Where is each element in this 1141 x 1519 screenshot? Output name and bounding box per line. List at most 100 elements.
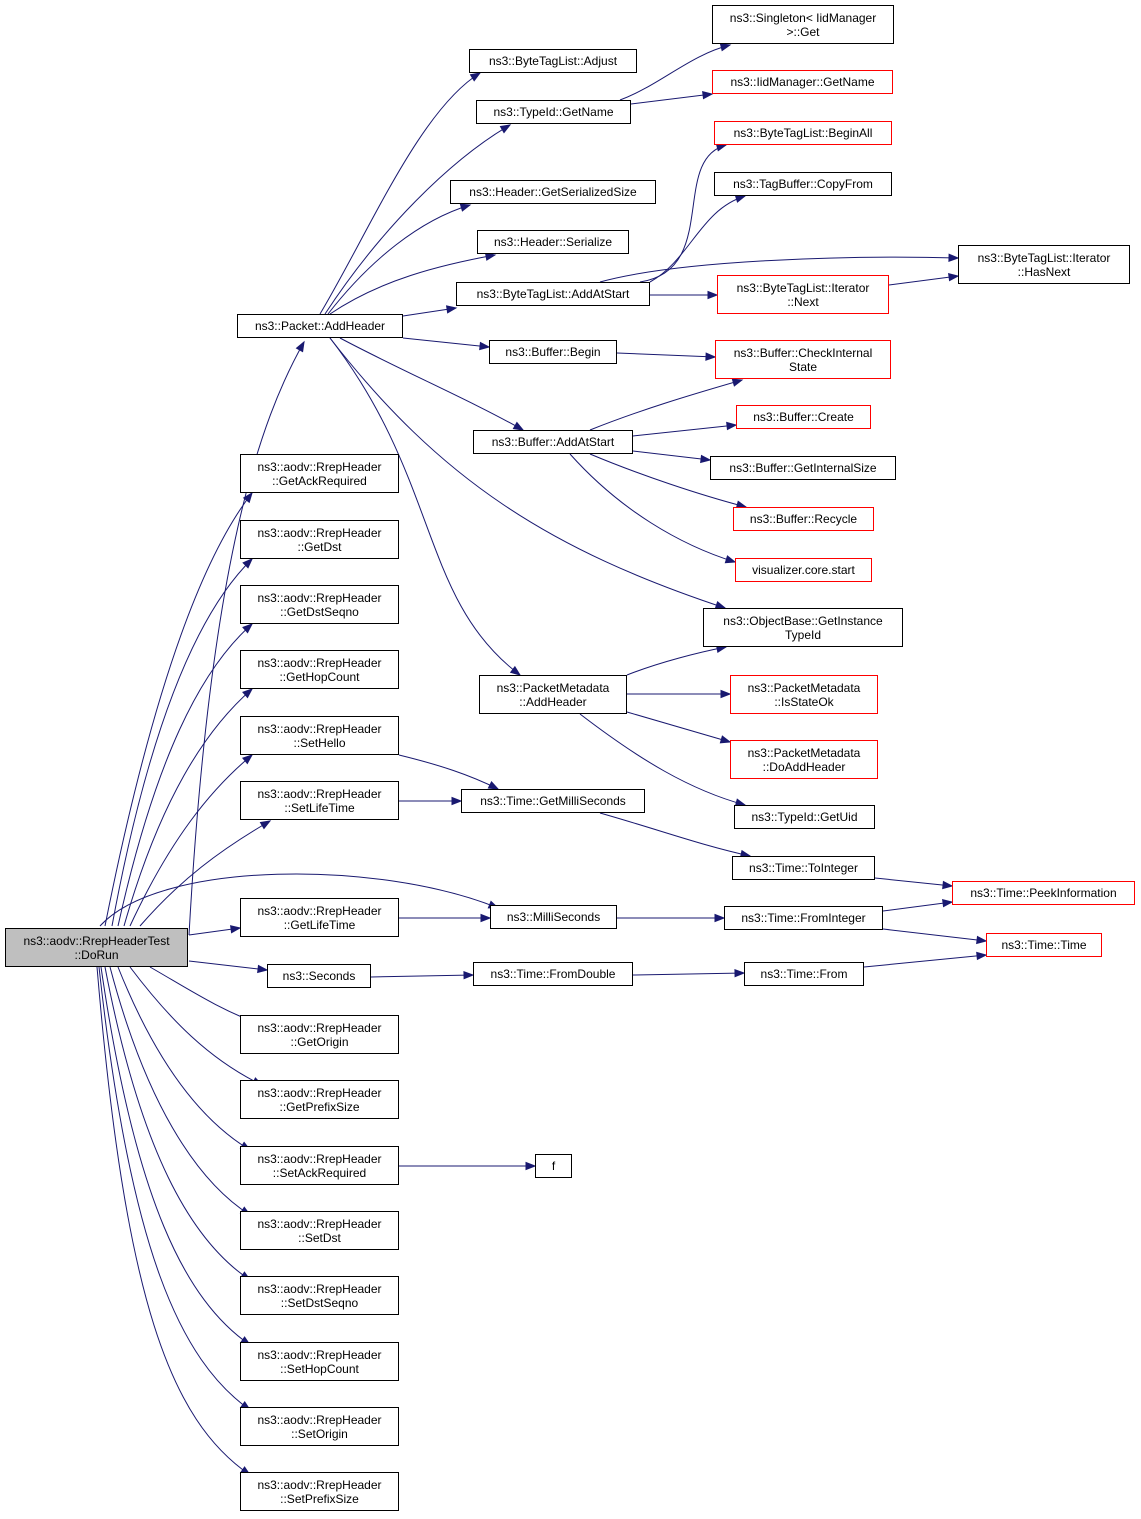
node-typeid-getuid[interactable]: ns3::TypeId::GetUid [734, 805, 875, 829]
node-rrepheader-sethopcount[interactable]: ns3::aodv::RrepHeader::SetHopCount [240, 1342, 399, 1381]
node-label: ns3::aodv::RrepHeader [257, 1020, 382, 1035]
node-time-fromdouble[interactable]: ns3::Time::FromDouble [473, 962, 633, 986]
node-rrepheader-setprefixsize[interactable]: ns3::aodv::RrepHeader::SetPrefixSize [240, 1472, 399, 1511]
arrowhead [484, 252, 497, 261]
node-time-tointeger[interactable]: ns3::Time::ToInteger [732, 856, 875, 880]
node-label: ::SetHopCount [280, 1361, 359, 1376]
node-bytetaglist-beginall[interactable]: ns3::ByteTagList::BeginAll [714, 121, 892, 145]
arrowhead [720, 689, 732, 699]
node-time-frominteger[interactable]: ns3::Time::FromInteger [724, 906, 883, 930]
node-label: ns3::aodv::RrepHeader [257, 1151, 382, 1166]
node-label: ::IsStateOk [774, 694, 834, 709]
node-rrepheader-getdst[interactable]: ns3::aodv::RrepHeader::GetDst [240, 520, 399, 559]
node-label: ::SetAckRequired [272, 1165, 367, 1180]
node-label: ::GetLifeTime [283, 917, 356, 932]
node-packetmetadata-addheader[interactable]: ns3::PacketMetadata::AddHeader [479, 675, 627, 714]
node-label: ::GetDst [297, 539, 342, 554]
node-singleton-iidmanager-get[interactable]: ns3::Singleton< IidManager>::Get [712, 5, 894, 44]
node-rrepheader-sethello[interactable]: ns3::aodv::RrepHeader::SetHello [240, 716, 399, 755]
node-buffer-getinternalsize[interactable]: ns3::Buffer::GetInternalSize [710, 456, 896, 480]
node-label: ns3::aodv::RrepHeader [257, 786, 382, 801]
call-edge [324, 124, 511, 315]
node-bytetaglist-iterator-hasnext[interactable]: ns3::ByteTagList::Iterator::HasNext [958, 245, 1130, 284]
node-header-getserializedsize[interactable]: ns3::Header::GetSerializedSize [450, 180, 656, 204]
node-rrepheader-getlifetime[interactable]: ns3::aodv::RrepHeader::GetLifeTime [240, 898, 399, 937]
node-label: ::GetHopCount [279, 669, 360, 684]
node-label: ns3::aodv::RrepHeader [257, 1216, 382, 1231]
node-rrepheader-setdstseqno[interactable]: ns3::aodv::RrepHeader::SetDstSeqno [240, 1276, 399, 1315]
node-rrepheader-getprefixsize[interactable]: ns3::aodv::RrepHeader::GetPrefixSize [240, 1080, 399, 1119]
node-rrepheader-setdst[interactable]: ns3::aodv::RrepHeader::SetDst [240, 1211, 399, 1250]
arrowhead [719, 43, 732, 52]
node-buffer-create[interactable]: ns3::Buffer::Create [736, 405, 871, 429]
node-label: ns3::PacketMetadata [747, 745, 861, 760]
node-f[interactable]: f [535, 1154, 572, 1178]
node-rrepheader-gethopcount[interactable]: ns3::aodv::RrepHeader::GetHopCount [240, 650, 399, 689]
node-buffer-recycle[interactable]: ns3::Buffer::Recycle [733, 507, 874, 531]
node-visualizer-core-start[interactable]: visualizer.core.start [735, 558, 872, 582]
node-milliseconds[interactable]: ns3::MilliSeconds [490, 905, 617, 929]
arrowhead [714, 913, 726, 923]
node-time-peekinformation[interactable]: ns3::Time::PeekInformation [952, 881, 1135, 905]
node-typeid-getname[interactable]: ns3::TypeId::GetName [476, 100, 631, 124]
node-header-serialize[interactable]: ns3::Header::Serialize [477, 230, 629, 254]
arrowhead [700, 454, 712, 464]
call-edge [632, 972, 745, 976]
arrowhead [509, 665, 522, 676]
node-label: ns3::ByteTagList::Iterator [736, 280, 870, 295]
node-packet-addheader[interactable]: ns3::Packet::AddHeader [237, 314, 403, 338]
call-edge [882, 928, 987, 942]
node-label: ::DoRun [74, 947, 119, 962]
node-label: ns3::Seconds [282, 969, 356, 983]
arrowhead [719, 735, 732, 744]
node-label: ns3::Buffer::GetInternalSize [729, 461, 877, 475]
arrowhead [479, 341, 491, 351]
node-label: ns3::TypeId::GetUid [751, 810, 858, 824]
node-rrepheader-getorigin[interactable]: ns3::aodv::RrepHeader::GetOrigin [240, 1015, 399, 1054]
arrowhead [976, 951, 988, 961]
node-seconds[interactable]: ns3::Seconds [267, 964, 371, 988]
arrowhead [459, 203, 472, 212]
node-time-getmilliseconds[interactable]: ns3::Time::GetMilliSeconds [461, 789, 645, 813]
node-rrepheader-setlifetime[interactable]: ns3::aodv::RrepHeader::SetLifeTime [240, 781, 399, 820]
node-label: ns3::aodv::RrepHeader [257, 721, 382, 736]
arrowhead [976, 935, 988, 945]
arrowhead [242, 558, 253, 569]
node-rrepheader-setorigin[interactable]: ns3::aodv::RrepHeader::SetOrigin [240, 1407, 399, 1446]
node-iidmanager-getname[interactable]: ns3::IidManager::GetName [712, 70, 893, 94]
call-edge [402, 337, 490, 348]
call-edge [117, 623, 253, 927]
node-time-time[interactable]: ns3::Time::Time [986, 933, 1102, 957]
node-label: >::Get [786, 24, 820, 39]
node-label: ::SetPrefixSize [280, 1491, 359, 1506]
arrowhead [445, 305, 458, 314]
node-bytetaglist-addatstart[interactable]: ns3::ByteTagList::AddAtStart [456, 282, 650, 306]
node-label: ns3::Buffer::CheckInternal [733, 345, 873, 360]
call-edge [888, 275, 959, 286]
arrowhead [942, 880, 954, 890]
node-rrepheader-getackrequired[interactable]: ns3::aodv::RrepHeader::GetAckRequired [240, 454, 399, 493]
arrowhead [705, 352, 717, 361]
node-label: ns3::Time::PeekInformation [970, 886, 1117, 900]
arrowhead [734, 194, 747, 203]
node-label: ns3::Header::Serialize [493, 235, 613, 249]
node-label: visualizer.core.start [752, 563, 855, 577]
node-label: ::DoAddHeader [762, 759, 846, 774]
node-buffer-begin[interactable]: ns3::Buffer::Begin [489, 340, 617, 364]
call-edge [626, 646, 727, 676]
node-rrepheader-getdstseqno[interactable]: ns3::aodv::RrepHeader::GetDstSeqno [240, 585, 399, 624]
node-time-from[interactable]: ns3::Time::From [744, 962, 864, 986]
arrowhead [734, 968, 746, 978]
call-edge [104, 492, 253, 927]
call-edge [599, 812, 751, 857]
node-bytetaglist-adjust[interactable]: ns3::ByteTagList::Adjust [469, 49, 637, 73]
call-edge [188, 960, 268, 971]
node-buffer-addatstart[interactable]: ns3::Buffer::AddAtStart [473, 430, 633, 454]
node-packetmetadata-doaddheader[interactable]: ns3::PacketMetadata::DoAddHeader [730, 740, 878, 779]
node-packetmetadata-isstateok[interactable]: ns3::PacketMetadata::IsStateOk [730, 675, 878, 714]
node-tagbuffer-copyfrom[interactable]: ns3::TagBuffer::CopyFrom [714, 172, 892, 196]
node-rrepheader-setackrequired[interactable]: ns3::aodv::RrepHeader::SetAckRequired [240, 1146, 399, 1185]
node-bytetaglist-iterator-next[interactable]: ns3::ByteTagList::Iterator::Next [717, 275, 889, 314]
